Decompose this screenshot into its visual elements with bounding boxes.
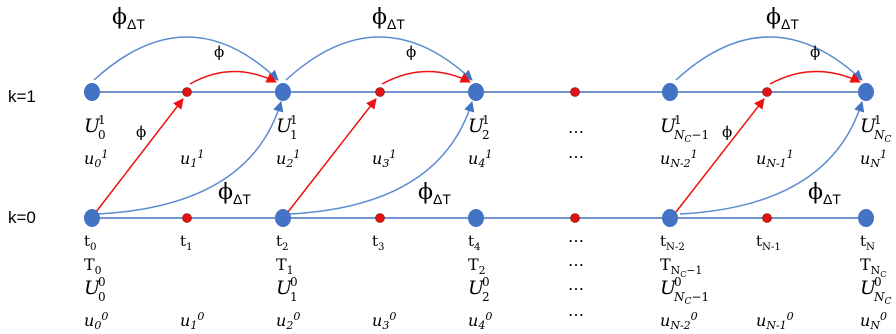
u-bottom-label-6: uN-10 bbox=[756, 310, 794, 332]
phi-label-top-0: ϕ bbox=[214, 43, 224, 61]
phi-dt-label-mid-1: ϕΔT bbox=[418, 180, 451, 207]
ellipsis-T: ⋯ bbox=[568, 255, 584, 274]
t-label-2: t2 bbox=[276, 232, 289, 253]
node-k1-n bbox=[858, 83, 874, 101]
T-label-0: T0 bbox=[84, 255, 102, 277]
coarse-arc-up-1 bbox=[289, 100, 475, 215]
u-bottom-label-7: uN0 bbox=[860, 310, 887, 332]
u-bottom-label-5: uN-20 bbox=[660, 310, 698, 332]
node-k0-2 bbox=[275, 209, 291, 227]
phi-dt-label-mid-0: ϕΔT bbox=[218, 180, 251, 207]
coarse-arc-top-0 bbox=[93, 36, 279, 81]
fine-arc-top-2 bbox=[769, 70, 861, 85]
t-label-6: tN-1 bbox=[756, 232, 781, 253]
level-label-k1: k=1 bbox=[8, 87, 36, 106]
node-k1-n1 bbox=[762, 87, 772, 97]
node-k0-n2 bbox=[662, 209, 678, 227]
ellipsis-t: ⋯ bbox=[568, 231, 584, 250]
t-label-1: t1 bbox=[180, 232, 193, 253]
u-top-label-1: u11 bbox=[180, 148, 204, 170]
node-k1-1 bbox=[182, 87, 192, 97]
phi-label-diag-0: ϕ bbox=[136, 123, 146, 141]
node-k0-ellipsis bbox=[570, 213, 580, 223]
phi-dt-label-top-2: ϕΔT bbox=[766, 5, 799, 32]
node-k1-ellipsis bbox=[570, 87, 580, 97]
node-k0-n1 bbox=[762, 213, 772, 223]
phi-dt-label-mid-2: ϕΔT bbox=[808, 180, 841, 207]
phi-label-diag-2: ϕ bbox=[722, 123, 732, 141]
u-top-label-6: uN-11 bbox=[756, 148, 794, 170]
phi-dt-label-top-0: ϕΔT bbox=[112, 5, 145, 32]
u-top-label-7: uN1 bbox=[860, 148, 887, 170]
phi-label-top-1: ϕ bbox=[406, 43, 416, 61]
coarse-arc-top-1 bbox=[285, 36, 473, 81]
u-bottom-label-3: u30 bbox=[372, 310, 396, 332]
T-label-3: TNC−1 bbox=[660, 255, 702, 279]
ellipsis-u0: ⋯ bbox=[568, 305, 584, 324]
T-label-1: T1 bbox=[276, 255, 294, 277]
node-k1-3 bbox=[375, 87, 385, 97]
node-k1-2 bbox=[275, 83, 291, 101]
coarse-arc-up-2 bbox=[679, 100, 865, 215]
ellipsis-top-U: ⋯ bbox=[568, 122, 584, 141]
node-k0-n bbox=[858, 209, 874, 227]
u-top-label-4: u41 bbox=[468, 148, 492, 170]
u-top-label-5: uN-21 bbox=[660, 148, 698, 170]
coarse-arc-up-0 bbox=[97, 100, 284, 215]
u-top-label-3: u31 bbox=[372, 148, 396, 170]
fine-arrow-up-0 bbox=[95, 98, 184, 213]
u-bottom-label-1: u10 bbox=[180, 310, 204, 332]
coarse-arc-top-2 bbox=[675, 36, 863, 81]
level-label-k0: k=0 bbox=[8, 208, 36, 227]
t-label-3: t3 bbox=[372, 232, 385, 253]
ellipsis-top-u: ⋯ bbox=[568, 147, 584, 166]
u-bottom-label-2: u20 bbox=[276, 310, 300, 332]
node-k0-1 bbox=[182, 213, 192, 223]
phi-dt-label-top-1: ϕΔT bbox=[372, 5, 405, 32]
t-label-0: t0 bbox=[84, 232, 97, 253]
fine-arrow-up-2 bbox=[675, 98, 765, 213]
u-top-label-0: u01 bbox=[84, 148, 108, 170]
node-k1-n2 bbox=[662, 83, 678, 101]
ellipsis-U0: ⋯ bbox=[568, 279, 584, 298]
u-bottom-label-4: u40 bbox=[468, 310, 492, 332]
fine-arc-top-1 bbox=[381, 70, 471, 85]
T-label-2: T2 bbox=[468, 255, 486, 277]
t-label-4: t4 bbox=[468, 232, 481, 253]
fine-arc-top-0 bbox=[189, 70, 277, 85]
u-top-label-2: u21 bbox=[276, 148, 300, 170]
phi-label-top-2: ϕ bbox=[810, 43, 820, 61]
node-k1-4 bbox=[468, 83, 484, 101]
t-label-7: tN bbox=[860, 232, 875, 253]
T-label-4: TNC bbox=[860, 255, 886, 279]
t-label-5: tN-2 bbox=[660, 232, 685, 253]
node-k1-0 bbox=[84, 83, 100, 101]
node-k0-0 bbox=[84, 209, 100, 227]
node-k0-3 bbox=[375, 213, 385, 223]
node-k0-4 bbox=[468, 209, 484, 227]
u-bottom-label-0: u00 bbox=[84, 310, 108, 332]
fine-arrow-up-1 bbox=[287, 98, 377, 213]
